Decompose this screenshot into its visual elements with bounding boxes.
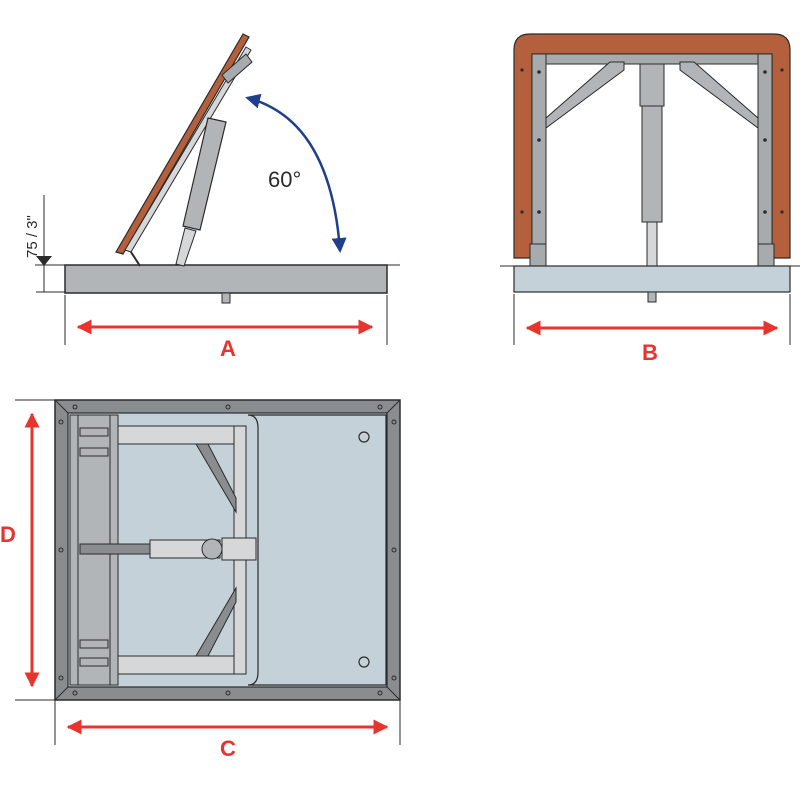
dim-a-label: A xyxy=(220,336,236,361)
plan-view-top-arm xyxy=(117,425,243,445)
front-view-right-brace xyxy=(679,61,759,129)
front-view-right-post xyxy=(757,53,773,245)
front-view-left-brace xyxy=(545,61,625,129)
plan-view-lower-brace xyxy=(195,586,237,657)
front-view-left-post xyxy=(531,53,547,245)
plan-view-strut-bracket xyxy=(221,537,257,561)
lid-support-leg xyxy=(130,251,141,267)
dim-b-label: B xyxy=(642,340,658,365)
plan-view-frame-miters xyxy=(54,399,401,701)
plan-view-lid-plate xyxy=(247,414,387,686)
plan-view-upper-brace xyxy=(195,443,237,514)
plan-view-hole-bottom xyxy=(358,656,370,668)
side-view-base xyxy=(64,264,388,294)
curb-height-label: 75 / 3" xyxy=(24,215,41,258)
gas-strut xyxy=(175,117,227,267)
plan-view: D C xyxy=(0,399,401,761)
plan-view-rivets xyxy=(58,404,397,696)
front-view-right-foot xyxy=(757,243,775,267)
side-view: 75 / 3" 60° A xyxy=(24,33,400,361)
front-view-lid xyxy=(513,33,791,259)
curb-height-marker xyxy=(36,256,52,266)
front-view-strut-rod xyxy=(646,221,658,267)
front-view-stub xyxy=(647,291,657,303)
opening-angle-label: 60° xyxy=(268,167,301,192)
plan-view-strut-pivot xyxy=(201,538,223,560)
side-view-stub xyxy=(221,292,231,304)
front-view: B xyxy=(500,33,800,365)
front-view-strut-top xyxy=(639,63,665,107)
front-view-rivets xyxy=(520,68,784,214)
front-view-base xyxy=(513,265,791,293)
open-lid xyxy=(115,33,253,255)
front-view-top-bar xyxy=(531,53,773,65)
front-view-strut-body xyxy=(641,105,663,223)
front-view-left-foot xyxy=(529,243,547,267)
plan-view-hole-top xyxy=(358,431,370,443)
opening-angle-arc xyxy=(245,93,347,253)
plan-view-bottom-arm xyxy=(117,655,243,675)
dim-c-label: C xyxy=(220,736,236,761)
dim-d-label: D xyxy=(0,522,16,547)
